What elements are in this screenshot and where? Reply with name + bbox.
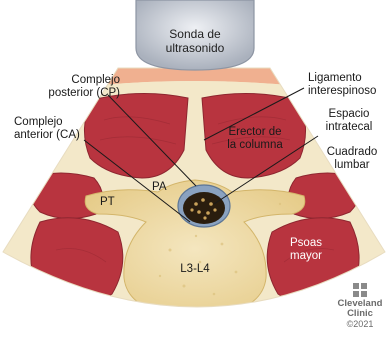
ultrasound-fan <box>0 60 388 339</box>
intrathecal-space-line1: Espacio <box>312 108 386 121</box>
quadratus-lumborum-line1: Cuadrado <box>318 146 386 159</box>
psoas-left <box>31 218 123 308</box>
articular-process-label: PA <box>152 181 167 194</box>
intrathecal-space-label: Espacio intratecal <box>312 108 386 134</box>
psoas-major-line2: mayor <box>274 250 338 263</box>
erector-spinae-line1: Erector de <box>210 126 300 139</box>
cleveland-clinic-logo-icon <box>353 283 367 297</box>
erector-spinae-line2: la columna <box>210 139 300 152</box>
copyright-text: ©2021 <box>336 319 384 329</box>
cleveland-clinic-logo: Cleveland Clinic ©2021 <box>336 283 384 329</box>
transverse-process-label: PT <box>100 196 115 209</box>
anterior-complex-line1: Complejo <box>14 116 104 129</box>
interspinous-ligament-label: Ligamento interespinoso <box>308 72 388 98</box>
intrathecal-space-line2: intratecal <box>312 121 386 134</box>
probe-label-line1: Sonda de <box>150 27 240 41</box>
psoas-major-label: Psoas mayor <box>274 237 338 263</box>
vertebral-level-label: L3-L4 <box>170 263 220 276</box>
probe-label-line2: ultrasonido <box>150 41 240 55</box>
posterior-complex-label: Complejo posterior (CP) <box>16 74 120 100</box>
probe-label: Sonda de ultrasonido <box>150 27 240 55</box>
interspinous-ligament-line1: Ligamento <box>308 72 388 85</box>
anterior-complex-line2: anterior (CA) <box>14 129 104 142</box>
quadratus-lumborum-line2: lumbar <box>318 159 386 172</box>
posterior-complex-line2: posterior (CP) <box>16 87 120 100</box>
erector-spinae-label: Erector de la columna <box>210 126 300 152</box>
logo-name-line2: Clinic <box>336 309 384 319</box>
psoas-major-line1: Psoas <box>274 237 338 250</box>
anterior-complex-label: Complejo anterior (CA) <box>14 116 104 142</box>
interspinous-ligament-line2: interespinoso <box>308 85 388 98</box>
quadratus-lumborum-label: Cuadrado lumbar <box>318 146 386 172</box>
posterior-complex-line1: Complejo <box>16 74 120 87</box>
